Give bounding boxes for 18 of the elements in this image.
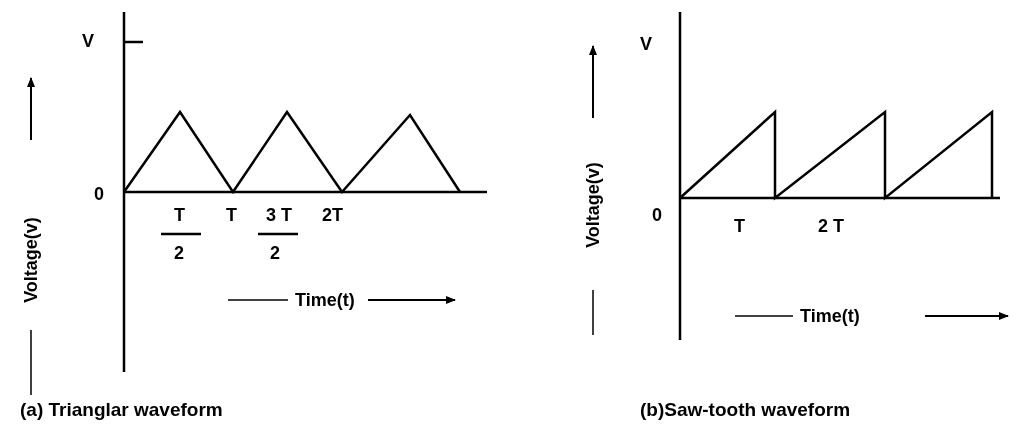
axis-label: V [640,35,652,53]
caption: (a) Trianglar waveform [20,400,223,419]
axis-title: Voltage(v) [583,162,602,248]
axis-label: V [82,32,94,50]
tick-label: 2 [270,244,280,262]
caption: (b)Saw-tooth waveform [640,400,851,419]
axis-title: Time(t) [295,291,355,309]
tick-label: T [734,217,745,235]
tick-label: T [174,206,185,224]
origin-label: 0 [652,206,662,224]
origin-label: 0 [94,185,104,203]
tick-label: 3 T [266,206,292,224]
tick-label: 2T [322,206,343,224]
axis-title: Time(t) [800,307,860,325]
axis-title: Voltage(v) [21,217,40,303]
tick-label: 2 T [818,217,844,235]
tick-label: T [226,206,237,224]
tick-label: 2 [174,244,184,262]
